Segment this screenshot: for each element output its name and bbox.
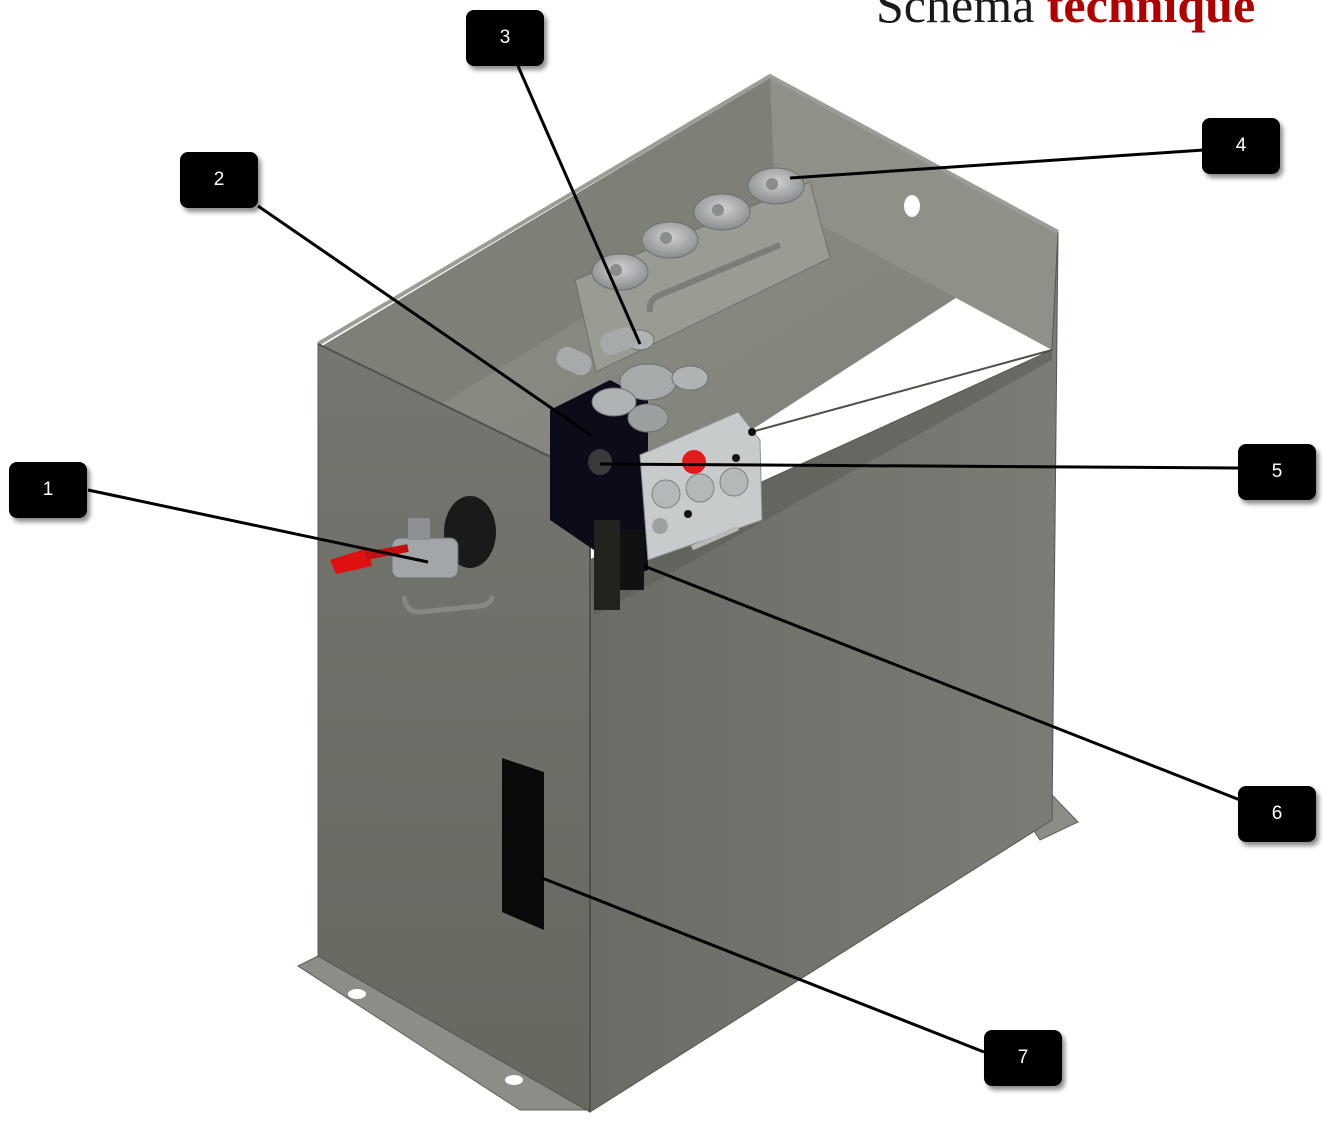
- callout-2: 2: [180, 152, 258, 208]
- sight-window: [502, 758, 544, 930]
- callout-4: 4: [1202, 118, 1280, 174]
- callout-3: 3: [466, 10, 544, 66]
- ball-valve: [330, 496, 496, 615]
- callout-5: 5: [1238, 444, 1316, 500]
- callout-6: 6: [1238, 786, 1316, 842]
- valve-handle-icon: [330, 548, 372, 574]
- callout-1: 1: [9, 462, 87, 518]
- valve-block-assembly: [550, 327, 763, 610]
- title-word-2: technique: [1046, 0, 1256, 33]
- page-title: Schéma technique: [876, 0, 1255, 30]
- callout-7: 7: [984, 1030, 1062, 1086]
- leader-lines: [87, 65, 1241, 1054]
- title-word-1: Schéma: [876, 0, 1035, 33]
- tank-interior: [322, 78, 1058, 520]
